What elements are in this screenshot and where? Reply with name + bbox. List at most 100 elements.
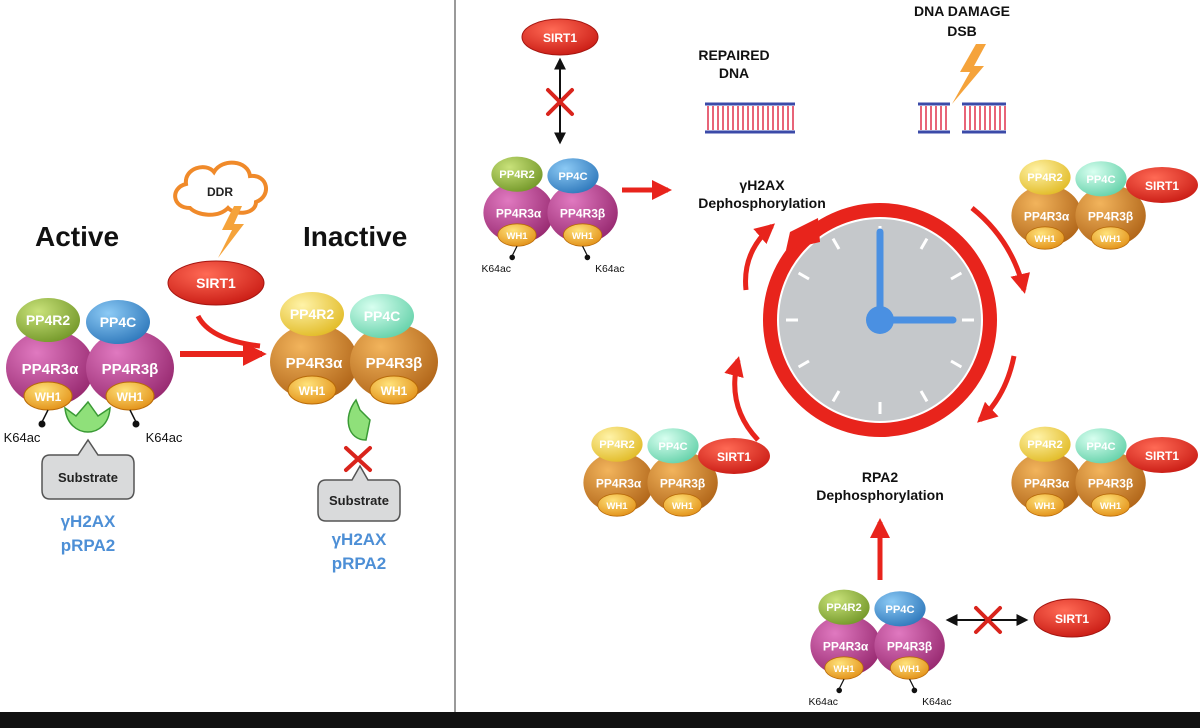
- pp4r2-subunit: PP4R2: [591, 426, 643, 462]
- pp4c-subunit-label: PP4C: [1086, 441, 1115, 453]
- pp4r3a-subunit: PP4R3α: [1011, 185, 1082, 246]
- pp4c-subunit: PP4C: [1075, 428, 1127, 464]
- pp4r2-subunit-label: PP4R2: [1027, 439, 1062, 451]
- pp4r3b-subunit-label: PP4R3β: [660, 476, 705, 490]
- k64ac-dot-left: [836, 687, 842, 694]
- pp4r3b-subunit: PP4R3β: [350, 324, 438, 400]
- wh1-domain-left-label: WH1: [299, 384, 326, 398]
- pp4c-subunit: PP4C: [647, 428, 699, 464]
- substrate-target-rpa2-inactive: pRPA2: [332, 554, 386, 573]
- wh1-domain-right-label: WH1: [1100, 501, 1122, 512]
- wh1-domain-right: WH1: [663, 493, 703, 517]
- clock-red-ring: [763, 203, 997, 437]
- substrate-target-h2ax-inactive: γH2AX: [332, 530, 387, 549]
- k64ac-stem-right: [582, 245, 588, 257]
- k64ac-stem-left: [41, 409, 49, 423]
- sirt1-label-top: SIRT1: [543, 31, 577, 45]
- clock-tick: [797, 271, 810, 281]
- pp4r2-subunit-label: PP4R2: [599, 439, 634, 451]
- wh1-domain-right: WH1: [369, 375, 419, 405]
- sirt1-pill-left: SIRT1: [167, 260, 265, 306]
- k64ac-dot-right: [911, 687, 918, 694]
- sirt1-label-upper-right: SIRT1: [1145, 179, 1179, 193]
- clock-center-pivot: [866, 306, 894, 334]
- wh1-domain-right: WH1: [1091, 226, 1131, 250]
- pp4c-subunit-label: PP4C: [364, 308, 401, 324]
- k64ac-label-right: K64ac: [595, 264, 624, 275]
- wh1-domain-left: WH1: [23, 381, 73, 411]
- substrate-target-h2ax-active: γH2AX: [61, 512, 116, 531]
- k64ac-stem-left: [511, 245, 518, 257]
- pp4r3a-subunit: PP4R3α: [6, 330, 94, 406]
- pp4-complex-inactive-ll: PP4R3α PP4R3β PP4R2 PP4C WH1 WH1: [583, 426, 718, 517]
- k64ac-dot-right: [584, 254, 591, 261]
- substrate-target-rpa2-active: pRPA2: [61, 536, 115, 555]
- k64ac-stem-right: [909, 678, 915, 690]
- wh1-domain-left: WH1: [824, 656, 864, 680]
- sirt1-label-left: SIRT1: [196, 275, 236, 291]
- pp4r2-subunit: PP4R2: [280, 292, 344, 336]
- cycle-arrow-top-right: [970, 206, 1030, 294]
- sirt1-action-arrow: [195, 314, 261, 349]
- ddr-lightning-icon: [218, 206, 244, 258]
- pp4r2-subunit-label: PP4R2: [1027, 172, 1062, 184]
- dna-damage-label-line2: DSB: [947, 23, 977, 39]
- k64ac-label-right: K64ac: [922, 697, 951, 708]
- pp4c-subunit: PP4C: [350, 294, 414, 338]
- h2ax-step-label-line2: Dephosphorylation: [698, 195, 826, 211]
- pp4c-subunit-label: PP4C: [100, 314, 137, 330]
- clock-ring-arrowhead: [786, 218, 820, 250]
- cycle-arrow-bottom-left: [724, 356, 760, 442]
- pp4c-subunit: PP4C: [547, 158, 599, 194]
- wh1-domain-left-label: WH1: [1034, 234, 1056, 245]
- clock-tick: [797, 359, 810, 369]
- sirt1-label-bottom: SIRT1: [1055, 612, 1089, 626]
- pp4r3a-subunit-label: PP4R3α: [22, 361, 80, 378]
- sirt1-label-lower-left: SIRT1: [717, 450, 751, 464]
- repaired-dna-label-line1: REPAIRED: [698, 47, 769, 63]
- pp4c-subunit-label: PP4C: [558, 171, 587, 183]
- h2ax-step-label-line1: γH2AX: [739, 177, 785, 193]
- pp4-complex-inactive-lr: PP4R3α PP4R3β PP4R2 PP4C WH1 WH1: [1011, 426, 1146, 517]
- pp4r3b-subunit: PP4R3β: [1075, 185, 1146, 246]
- pp4r3a-subunit: PP4R3α: [1011, 452, 1082, 513]
- inactive-label: Inactive: [303, 221, 407, 252]
- pp4r2-subunit-label: PP4R2: [26, 312, 71, 328]
- cycle-arrow-bottom-right: [977, 355, 1017, 423]
- wh1-domain-left-label: WH1: [35, 390, 62, 404]
- pp4r2-subunit: PP4R2: [491, 156, 543, 192]
- pp4r2-subunit-label: PP4R2: [499, 169, 534, 181]
- clock-tick: [831, 390, 841, 403]
- k64ac-stem-right: [129, 409, 137, 423]
- substrate-callout-active: [41, 438, 135, 500]
- substrate-callout-inactive: [317, 464, 401, 522]
- wh1-domain-left: WH1: [1025, 493, 1065, 517]
- pp4r2-subunit-label: PP4R2: [826, 602, 861, 614]
- substrate-pocket-inactive: [347, 398, 371, 441]
- pp4c-subunit: PP4C: [874, 591, 926, 627]
- clock-tick: [950, 359, 963, 369]
- pp4r3a-subunit-label: PP4R3α: [1024, 476, 1070, 490]
- pp4r3a-subunit-label: PP4R3α: [1024, 209, 1070, 223]
- substrate-pocket-active: [64, 400, 111, 433]
- pp4r3a-subunit: PP4R3α: [810, 615, 881, 676]
- pp4r3a-subunit: PP4R3α: [583, 452, 654, 513]
- k64ac-dot-right: [132, 420, 140, 428]
- pp4r2-subunit: PP4R2: [16, 298, 80, 342]
- blocked-interaction-x-icon-top: [546, 88, 574, 116]
- k64ac-label-left: K64ac: [4, 430, 41, 445]
- pp4r3b-subunit: PP4R3β: [874, 615, 945, 676]
- wh1-domain-left-label: WH1: [1034, 501, 1056, 512]
- wh1-domain-left-label: WH1: [606, 501, 628, 512]
- rpa2-step-label-line1: RPA2: [862, 469, 899, 485]
- sirt1-pill-upper-right: SIRT1: [1126, 167, 1198, 203]
- bottom-band: [0, 712, 1200, 728]
- damaged-dna-ladder-right: [962, 102, 1006, 134]
- ddr-label: DDR: [207, 185, 233, 199]
- wh1-domain-left: WH1: [497, 223, 537, 247]
- pp4c-subunit: PP4C: [86, 300, 150, 344]
- pp4r3a-subunit-label: PP4R3α: [596, 476, 642, 490]
- pp4r3b-subunit-label: PP4R3β: [1088, 476, 1133, 490]
